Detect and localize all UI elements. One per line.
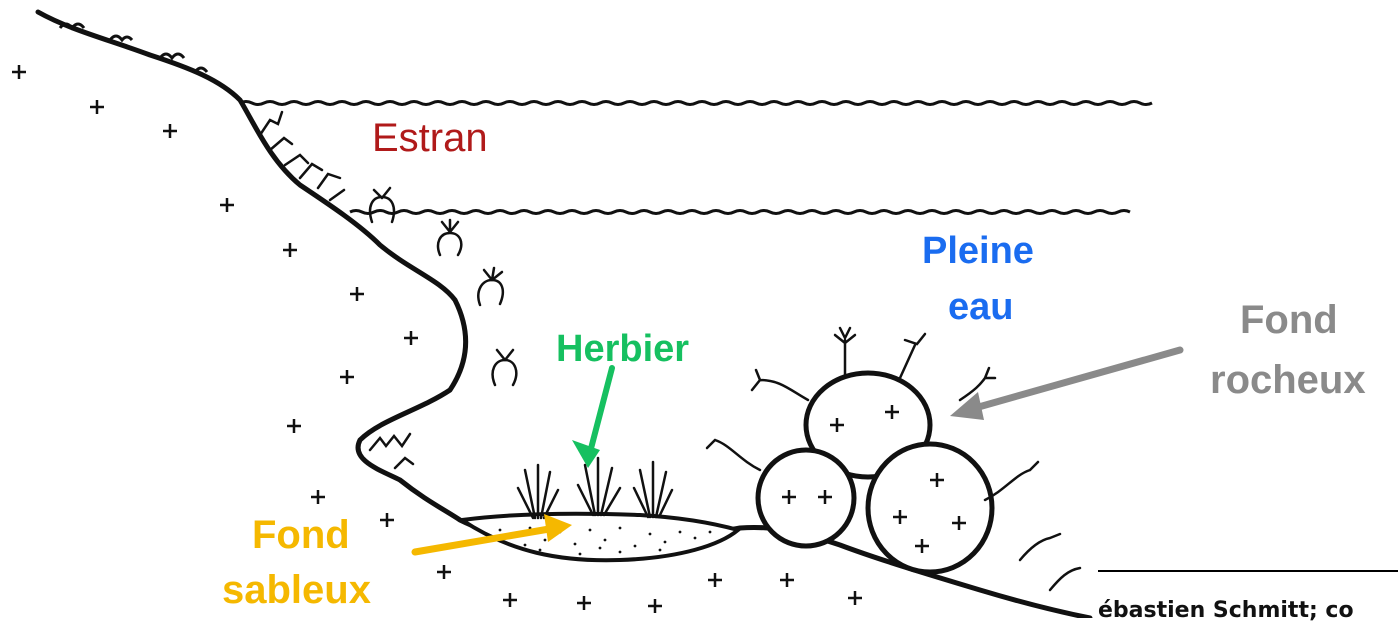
fond-rocheux-label-line1: Fond <box>1240 300 1338 340</box>
credit-text: ébastien Schmitt; co <box>1098 598 1398 623</box>
herbier-arrow <box>572 368 612 468</box>
cliff-seaweed <box>260 112 516 468</box>
pleine-eau-label-line1: Pleine <box>922 232 1034 270</box>
high-tide-line <box>240 102 1152 105</box>
fond-sableux-label-line2: sableux <box>222 570 371 610</box>
boulders <box>758 373 992 572</box>
estran-label: Estran <box>372 118 488 158</box>
credit-divider <box>1098 570 1398 572</box>
fond-rocheux-arrow <box>950 350 1180 420</box>
fond-rocheux-label-line2: rocheux <box>1210 360 1366 400</box>
herbier-label: Herbier <box>556 330 689 368</box>
low-tide-line <box>350 211 1130 214</box>
pleine-eau-label-line2: eau <box>948 288 1013 326</box>
fond-sableux-label-line1: Fond <box>252 515 350 555</box>
seagrass <box>518 458 672 518</box>
